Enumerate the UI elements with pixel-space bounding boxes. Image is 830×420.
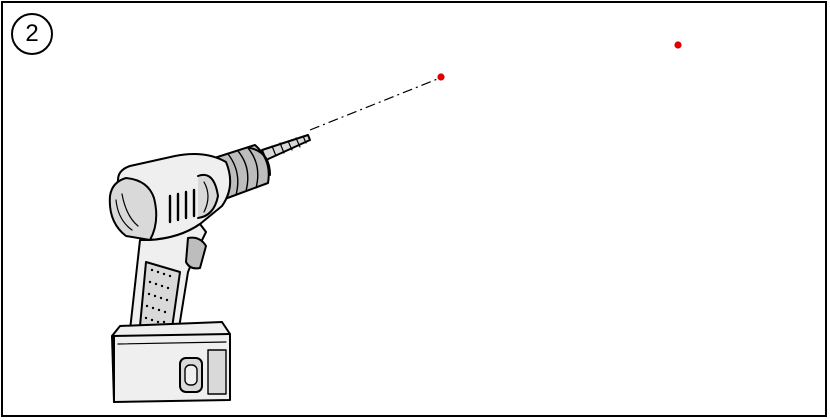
step-number: 2 (25, 20, 39, 47)
aim-line (309, 77, 441, 131)
cordless-drill-icon (108, 134, 311, 403)
drill-target-mark (437, 73, 445, 81)
step-number-badge: 2 (11, 13, 53, 55)
second-hole-mark (674, 41, 682, 49)
battery-pack-icon (111, 321, 231, 403)
drill-bit-icon (261, 134, 311, 161)
